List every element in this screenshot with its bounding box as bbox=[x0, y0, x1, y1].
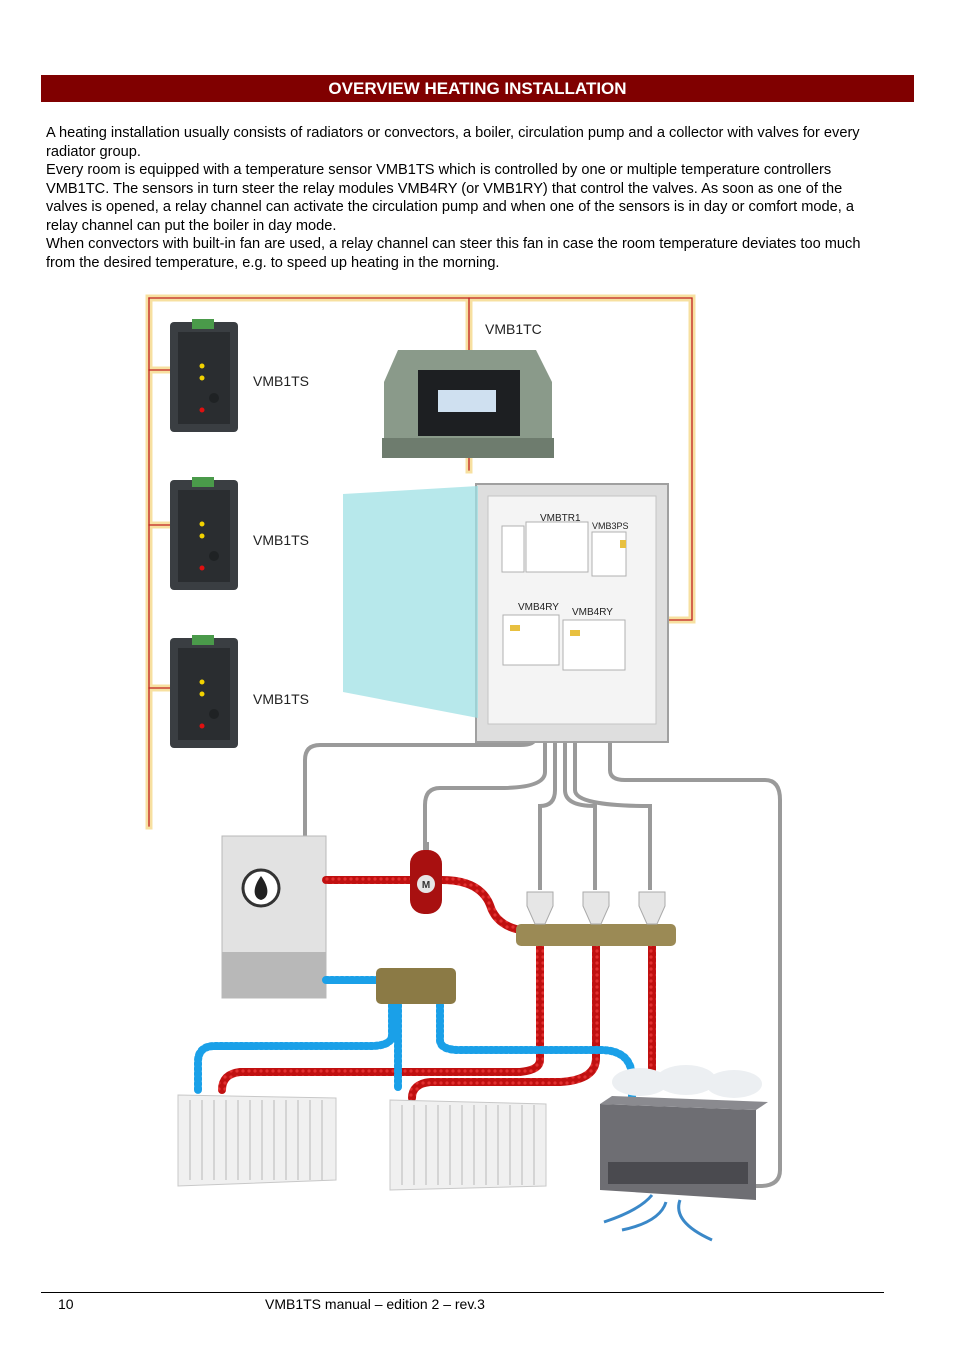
controller-vmb1tc bbox=[382, 350, 554, 458]
paragraph-2: Every room is equipped with a temperatur… bbox=[46, 162, 854, 234]
diagram-svg: VMB1TS VMB1TS VMB1TS VMB1TC VMBTR1 VMB3P… bbox=[145, 294, 782, 1242]
pump-letter: M bbox=[422, 880, 430, 891]
intro-text: A heating installation usually consists … bbox=[46, 124, 886, 272]
section-title-text: OVERVIEW HEATING INSTALLATION bbox=[328, 78, 627, 98]
sensor-label-3: VMB1TS bbox=[253, 691, 309, 707]
controller-label: VMB1TC bbox=[485, 321, 542, 337]
sensor-label-2: VMB1TS bbox=[253, 532, 309, 548]
radiator-1 bbox=[177, 1094, 337, 1187]
paragraph-3: When convectors with built-in fan are us… bbox=[46, 236, 861, 271]
heating-installation-diagram: VMB1TS VMB1TS VMB1TS VMB1TC VMBTR1 VMB3P… bbox=[145, 292, 785, 1257]
room-walls bbox=[145, 294, 696, 830]
cabinet-label-vmb3ps: VMB3PS bbox=[592, 521, 629, 531]
circulation-pump bbox=[410, 842, 442, 914]
paragraph-1: A heating installation usually consists … bbox=[46, 125, 860, 160]
cabinet-label-vmbtr1: VMBTR1 bbox=[540, 513, 581, 524]
sensor-label-1: VMB1TS bbox=[253, 373, 309, 389]
cold-pipes bbox=[194, 976, 636, 1104]
cabinet-door-glass bbox=[343, 486, 478, 718]
fan-convector bbox=[600, 1065, 768, 1242]
hot-pipes bbox=[218, 876, 656, 1102]
sensor-vmb1ts-1 bbox=[170, 319, 238, 432]
hot-collector bbox=[516, 924, 676, 946]
sensor-vmb1ts-2 bbox=[170, 477, 238, 590]
radiator-2 bbox=[389, 1099, 547, 1191]
footer-rule bbox=[41, 1292, 884, 1293]
valves bbox=[526, 891, 666, 925]
flame-icon bbox=[254, 876, 268, 900]
sensor-vmb1ts-3 bbox=[170, 635, 238, 748]
cabinet-label-vmb4ry-2: VMB4RY bbox=[572, 607, 613, 618]
section-title: OVERVIEW HEATING INSTALLATION bbox=[41, 75, 914, 102]
boiler bbox=[221, 835, 327, 999]
cold-collector bbox=[376, 968, 456, 1004]
electrical-cabinet bbox=[475, 483, 669, 743]
cabinet-label-vmb4ry-1: VMB4RY bbox=[518, 602, 559, 613]
document-title: VMB1TS manual – edition 2 – rev.3 bbox=[265, 1296, 485, 1312]
page-number: 10 bbox=[58, 1296, 74, 1312]
